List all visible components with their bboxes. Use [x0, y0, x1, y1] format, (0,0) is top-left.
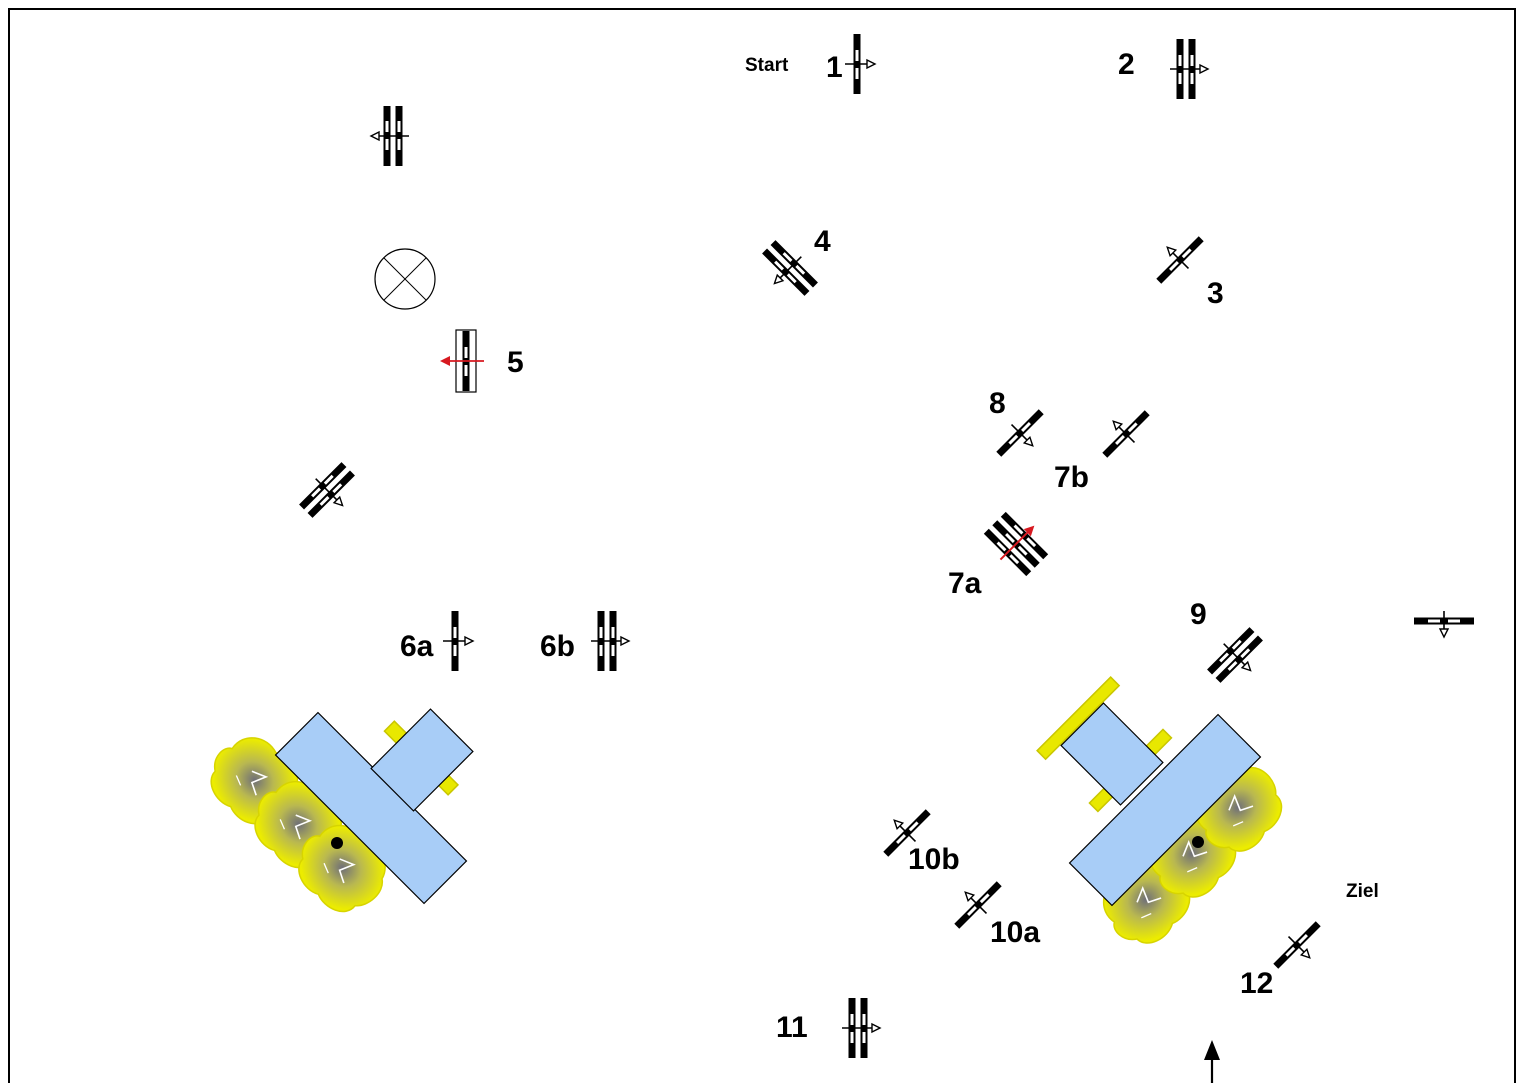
course-border — [8, 8, 1516, 1083]
label-10a: 10a — [990, 916, 1040, 949]
label-6b: 6b — [540, 630, 575, 663]
left-building-group — [195, 708, 474, 928]
left-shed — [370, 708, 474, 812]
label-4: 4 — [814, 225, 831, 258]
label-11-text: 11 — [776, 1011, 808, 1044]
unnumbered-double-fence-left — [294, 457, 363, 526]
obstacle-7b — [1092, 400, 1156, 464]
left-post-marker — [331, 837, 343, 849]
obstacle-2 — [1170, 39, 1208, 99]
label-1: 1 — [826, 51, 843, 84]
unnumbered-horizontal-fence-right — [1414, 611, 1474, 639]
obstacle-12 — [1267, 915, 1331, 979]
obstacle-5 — [440, 329, 484, 393]
label-7b: 7b — [1054, 461, 1089, 494]
obstacle-4 — [753, 235, 822, 304]
finish-label: Ziel — [1346, 881, 1379, 902]
obstacle-3 — [1146, 226, 1210, 290]
unnumbered-double-fence-top-left — [371, 106, 409, 166]
right-building-group — [1036, 676, 1298, 959]
label-5: 5 — [507, 346, 524, 379]
label-10b: 10b — [908, 843, 960, 876]
label-9: 9 — [1190, 598, 1207, 631]
obstacle-1 — [845, 34, 875, 94]
label-6a: 6a — [400, 630, 434, 663]
obstacle-6b — [591, 611, 629, 671]
crossed-circle-icon — [374, 248, 436, 310]
right-post-marker — [1192, 836, 1204, 848]
label-8: 8 — [989, 387, 1006, 420]
right-shed — [1060, 702, 1164, 806]
obstacle-7a — [979, 504, 1055, 580]
arrow-up-icon — [1204, 1040, 1220, 1083]
label-12: 12 — [1240, 967, 1273, 1000]
label-3: 3 — [1207, 277, 1224, 310]
label-2: 2 — [1118, 48, 1135, 81]
obstacle-6a — [443, 611, 473, 671]
right-building — [1068, 713, 1262, 907]
obstacle-9 — [1202, 622, 1271, 691]
label-7a: 7a — [948, 567, 982, 600]
obstacle-11 — [842, 998, 880, 1058]
start-label: Start — [745, 55, 789, 76]
